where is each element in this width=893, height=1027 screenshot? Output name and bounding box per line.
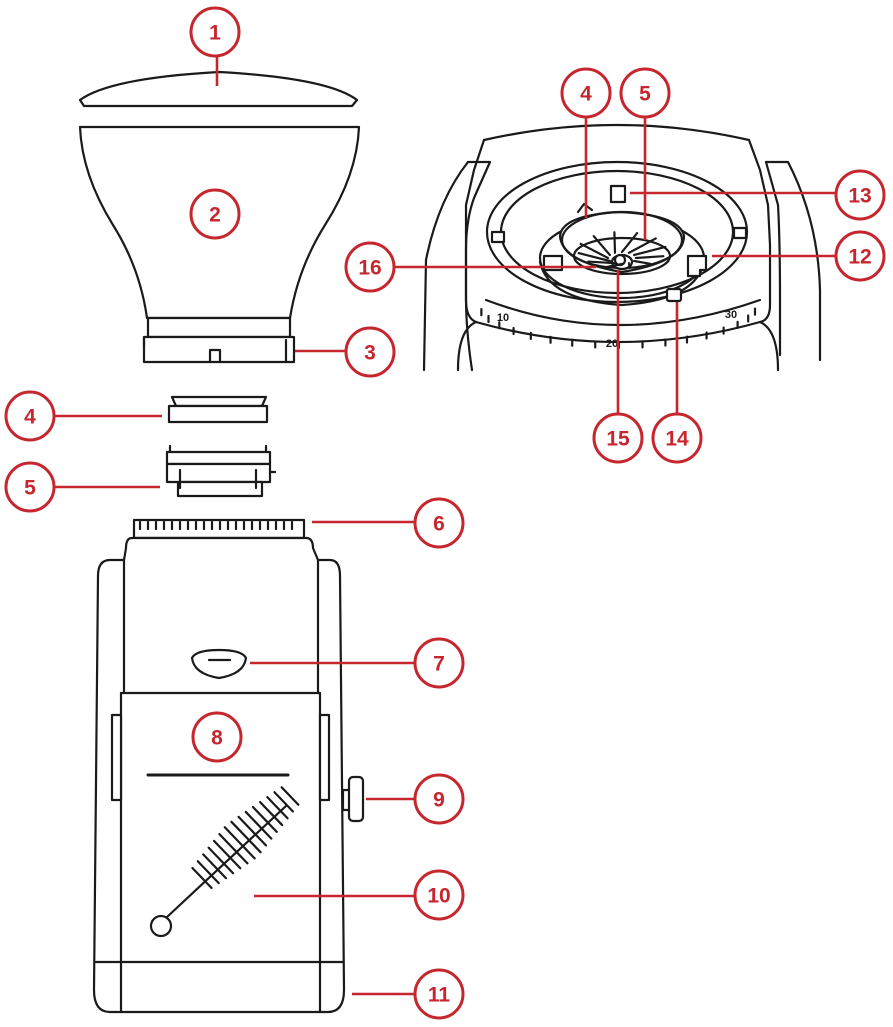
callout-5-topview: 5 bbox=[619, 67, 671, 119]
callout-10: 10 bbox=[413, 869, 465, 921]
svg-text:1: 1 bbox=[209, 22, 221, 45]
callout-5: 5 bbox=[4, 461, 56, 513]
svg-text:16: 16 bbox=[358, 257, 381, 280]
callout-14: 14 bbox=[651, 412, 703, 464]
callout-3: 3 bbox=[344, 326, 396, 378]
power-button bbox=[190, 648, 248, 680]
scale-label-10: 10 bbox=[497, 312, 509, 324]
upper-burr-part bbox=[167, 395, 269, 424]
callout-2: 2 bbox=[189, 188, 241, 240]
callout-8: 8 bbox=[191, 711, 243, 763]
svg-text:15: 15 bbox=[606, 428, 630, 451]
leader-lines bbox=[50, 54, 838, 996]
grind-scale: 10 20 30 bbox=[497, 309, 737, 350]
hopper-collar bbox=[142, 316, 296, 364]
scale-label-20: 20 bbox=[606, 338, 618, 350]
svg-text:12: 12 bbox=[848, 246, 871, 269]
scale-label-30: 30 bbox=[725, 309, 737, 321]
callout-4-topview: 4 bbox=[560, 67, 612, 119]
top-view-body bbox=[422, 123, 822, 372]
hopper-lid bbox=[78, 70, 359, 108]
side-knob bbox=[341, 775, 365, 823]
svg-text:14: 14 bbox=[665, 428, 689, 451]
callout-13: 13 bbox=[834, 169, 886, 221]
callout-16: 16 bbox=[344, 241, 396, 293]
svg-text:3: 3 bbox=[364, 342, 376, 365]
callout-9: 9 bbox=[413, 773, 465, 825]
svg-text:2: 2 bbox=[209, 204, 221, 227]
callout-12: 12 bbox=[834, 230, 886, 282]
grind-adjustment-ring bbox=[132, 518, 306, 540]
svg-text:9: 9 bbox=[433, 789, 445, 812]
svg-text:13: 13 bbox=[848, 185, 871, 208]
callout-7: 7 bbox=[413, 637, 465, 689]
cleaning-brush bbox=[149, 786, 300, 938]
svg-text:10: 10 bbox=[427, 885, 450, 908]
svg-text:4: 4 bbox=[580, 83, 592, 106]
svg-text:8: 8 bbox=[211, 727, 223, 750]
callout-11: 11 bbox=[413, 968, 465, 1020]
burr-carrier-part bbox=[165, 444, 277, 498]
svg-text:4: 4 bbox=[24, 406, 36, 429]
svg-text:7: 7 bbox=[433, 653, 445, 676]
callout-15: 15 bbox=[592, 412, 644, 464]
callout-4: 4 bbox=[4, 390, 56, 442]
svg-text:11: 11 bbox=[428, 984, 451, 1007]
svg-text:6: 6 bbox=[433, 513, 445, 536]
callout-1: 1 bbox=[189, 6, 241, 58]
svg-text:5: 5 bbox=[639, 83, 651, 106]
callout-6: 6 bbox=[413, 497, 465, 549]
svg-text:5: 5 bbox=[24, 477, 36, 500]
